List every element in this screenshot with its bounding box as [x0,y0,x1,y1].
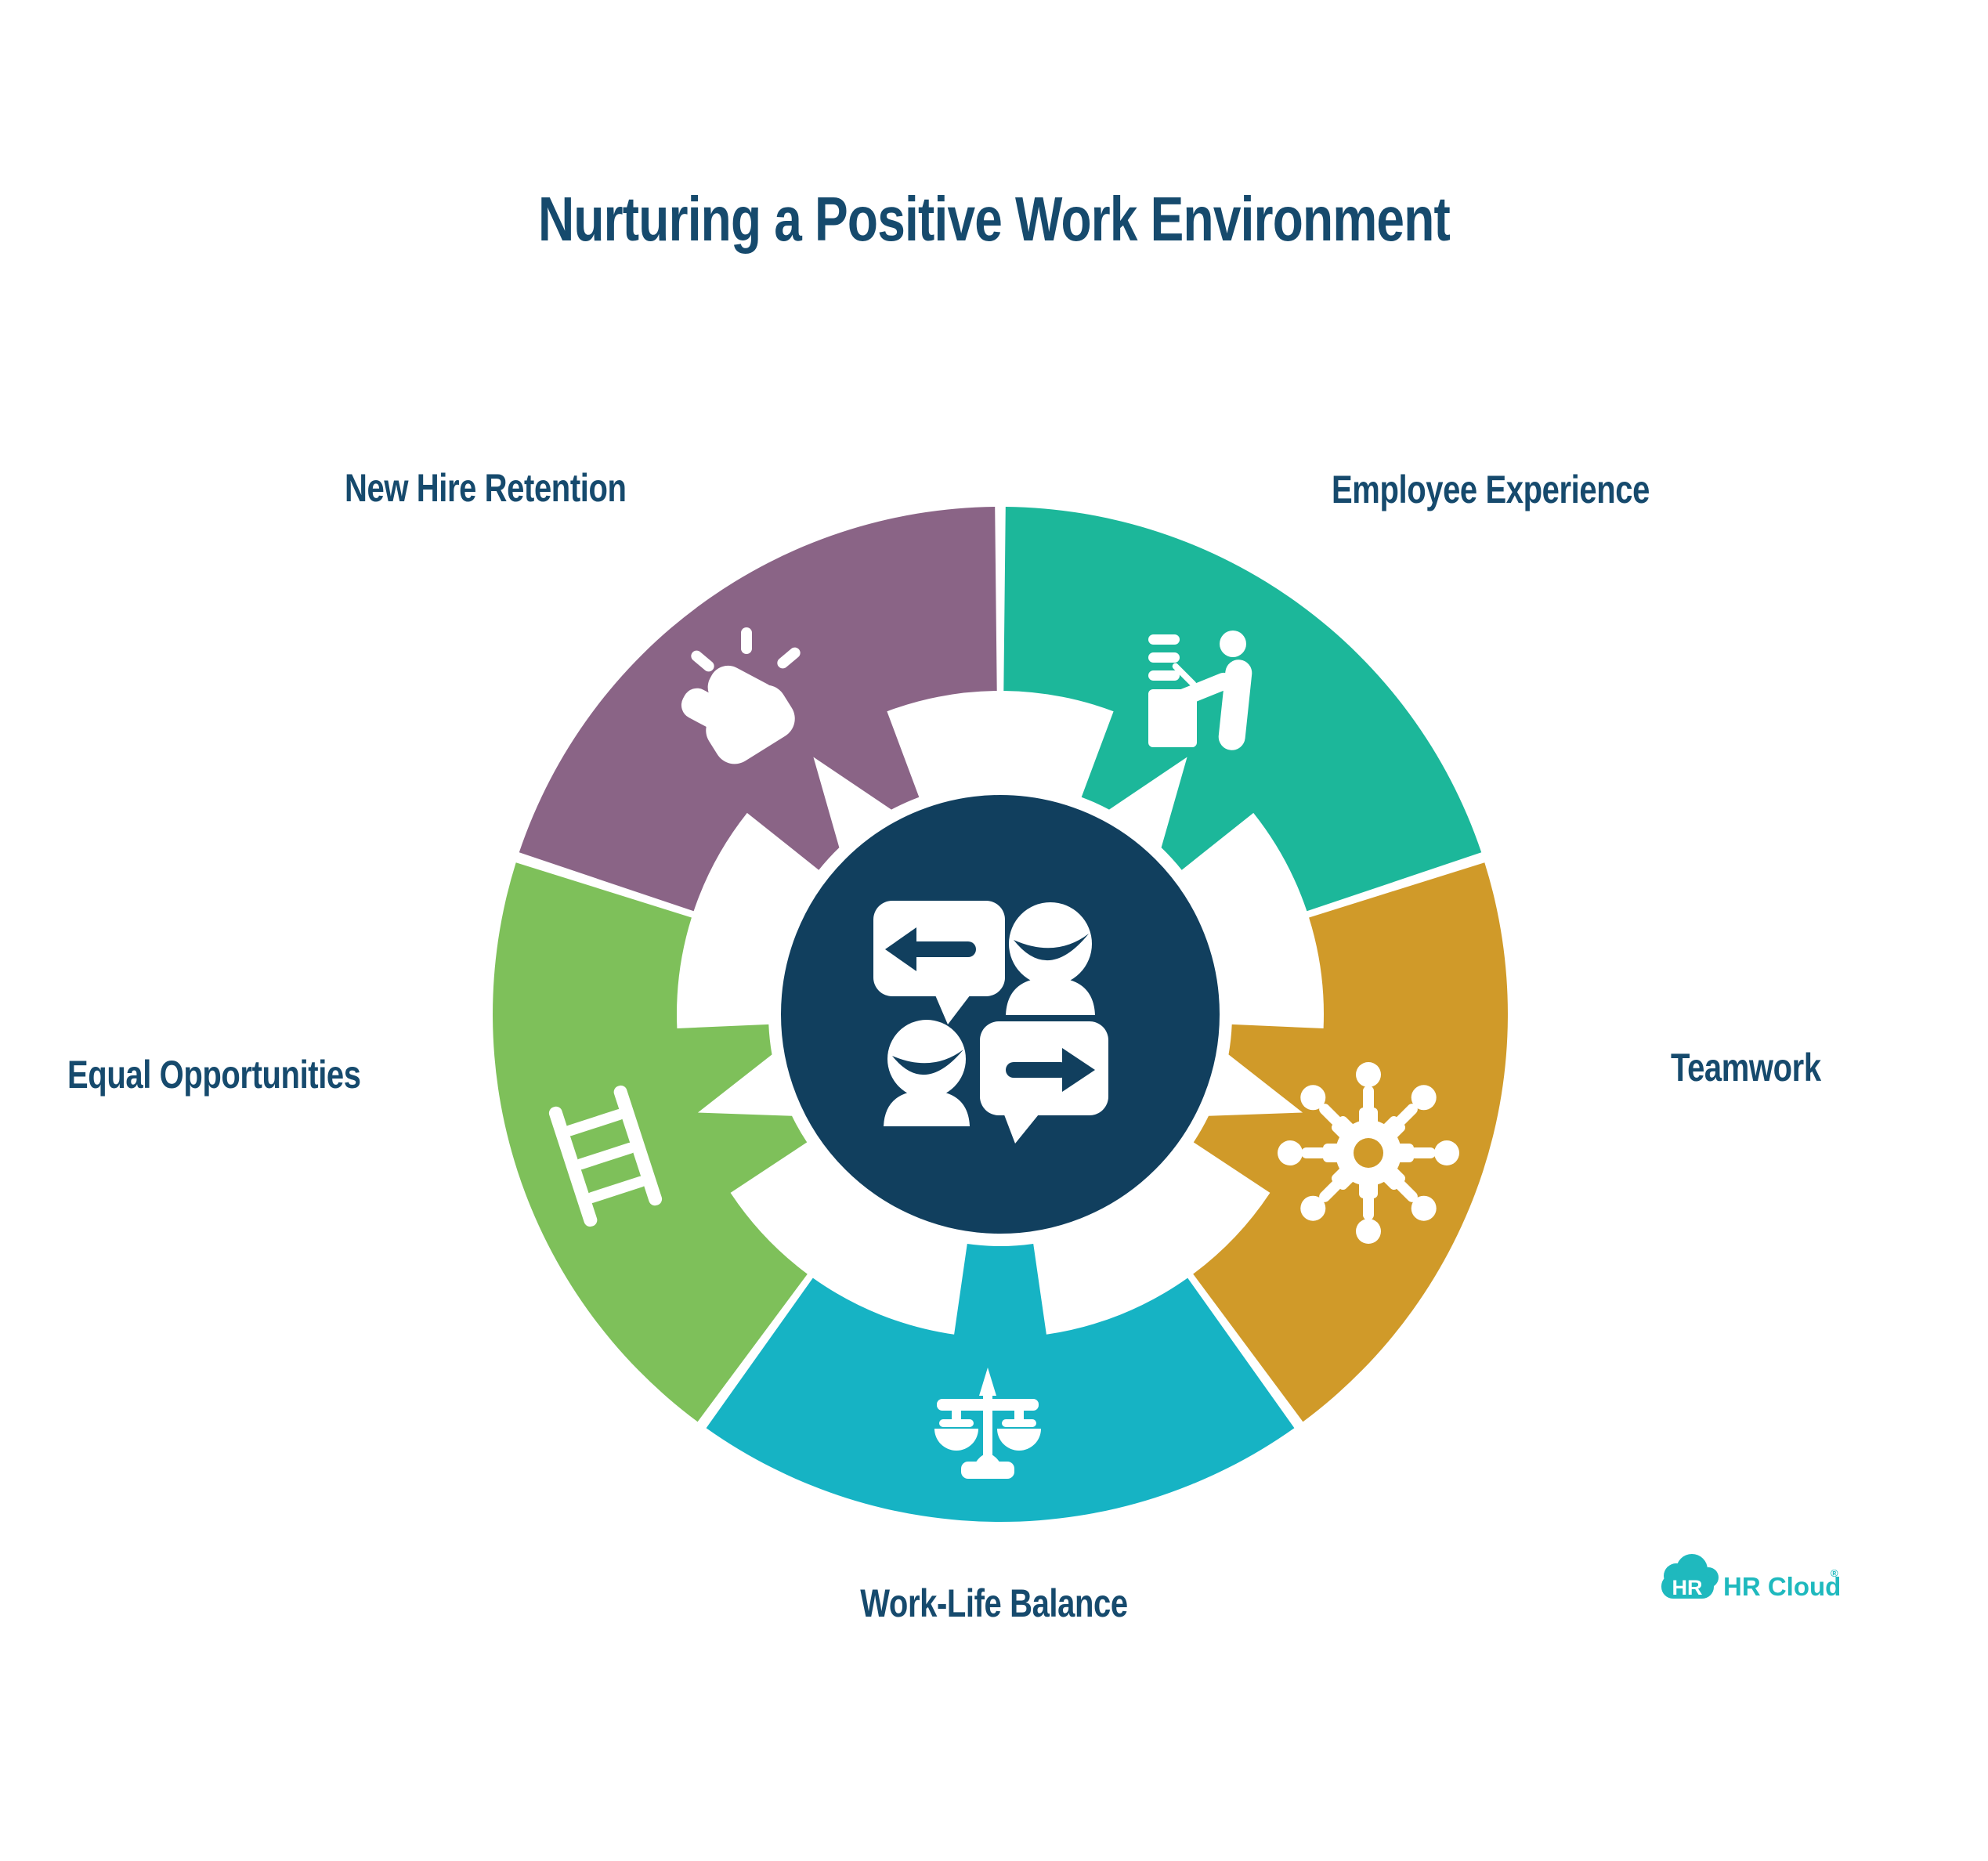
logo-badge: HR [1672,1576,1703,1599]
logo-wordmark: HR Cloud [1723,1572,1841,1601]
label-equal-opportunities: Equal Opportunities [67,1053,361,1097]
gear-network-icon [1278,1062,1459,1244]
ladder-icon [548,1085,663,1227]
label-work-life-balance: Work-Life Balance [860,1581,1128,1625]
cloud-icon [1661,1554,1719,1599]
logo-registered-mark: ® [1831,1567,1838,1579]
segment-work-life-balance [706,1244,1295,1523]
conversation-icon [772,786,1229,1243]
segment-equal-opportunities [493,862,808,1422]
fist-sparkle-icon [681,627,801,764]
page-title: Nurturing a Positive Work Environment [537,184,1451,254]
person-at-desk-icon [1148,631,1252,750]
balance-scales-icon [934,1368,1041,1479]
label-employee-experience: Employee Experience [1332,468,1650,511]
label-new-hire-retention: New Hire Retention [345,466,627,510]
label-teamwork: Teamwork [1671,1046,1821,1089]
hrcloud-logo: HR HR Cloud ® [1661,1554,1841,1601]
